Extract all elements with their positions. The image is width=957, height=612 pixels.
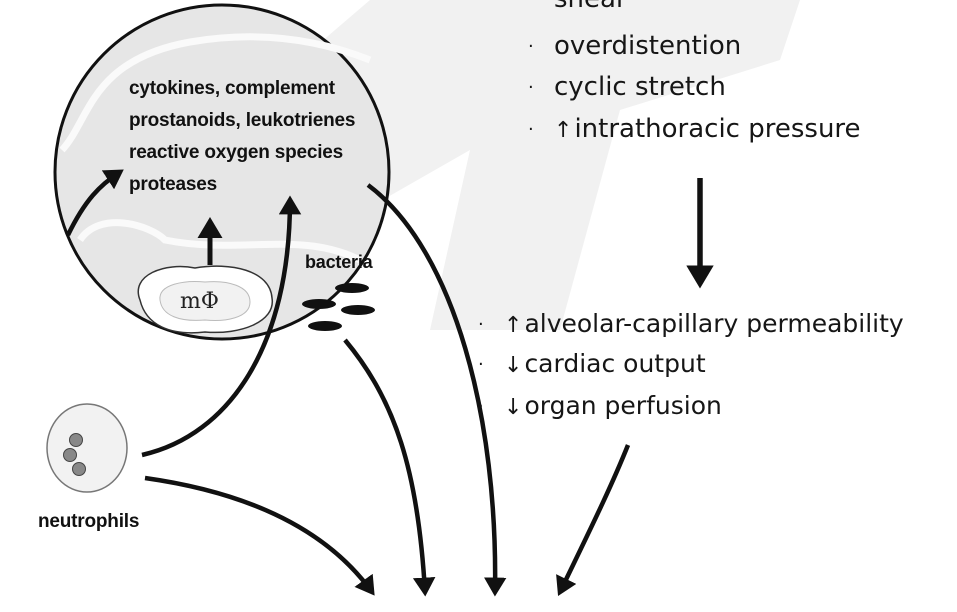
increase-arrow-icon: ↑ (504, 313, 522, 338)
mechanical-factor-item: ·↑intrathoracic pressure (528, 116, 861, 142)
macrophage-label: mΦ (180, 291, 219, 313)
bacterium (341, 305, 375, 315)
bullet: · (528, 79, 554, 97)
mechanical-factor-item: ·cyclic stretch (528, 74, 726, 100)
bullet: · (528, 0, 554, 9)
increase-arrow-icon: ↑ (554, 118, 572, 143)
bullet: · (478, 398, 504, 416)
bullet: · (478, 356, 504, 374)
bacterium (302, 299, 336, 309)
mediator-label: reactive oxygen species (129, 143, 343, 162)
mediator-label: cytokines, complement (129, 79, 335, 98)
mechanical-factor-text: shear (554, 0, 627, 14)
effect-item: ·↓organ perfusion (478, 393, 722, 419)
mechanical-factor-item: ·shear (528, 0, 627, 12)
decrease-arrow-icon: ↓ (504, 395, 522, 420)
bullet: · (478, 316, 504, 334)
effect-text: cardiac output (524, 349, 705, 378)
decrease-arrow-icon: ↓ (504, 353, 522, 378)
neutrophil-nucleus-lobe (73, 463, 86, 476)
effect-item: ·↑alveolar-capillary permeability (478, 311, 904, 337)
neutrophils-label: neutrophils (38, 512, 139, 531)
arrow-bacteria-down (345, 340, 425, 592)
mechanical-factor-text: cyclic stretch (554, 72, 726, 102)
neutrophil-nucleus-lobe (70, 434, 83, 447)
bullet: · (528, 121, 554, 139)
bullet: · (528, 38, 554, 56)
mechanical-factor-text: overdistention (554, 31, 741, 61)
bacteria-label: bacteria (305, 253, 372, 271)
mediator-label: proteases (129, 175, 217, 194)
mechanical-factor-text: intrathoracic pressure (574, 114, 860, 144)
effect-text: organ perfusion (524, 391, 721, 420)
bacterium (335, 283, 369, 293)
effect-item: ·↓cardiac output (478, 351, 706, 377)
bacterium (308, 321, 342, 331)
effect-text: alveolar-capillary permeability (524, 309, 903, 338)
mechanical-factor-item: ·overdistention (528, 33, 741, 59)
neutrophil-cell (47, 404, 127, 492)
arrow-neutrophils-down (145, 478, 372, 592)
arrow-effects-down (560, 445, 628, 592)
mediator-label: prostanoids, leukotrienes (129, 111, 355, 130)
neutrophil-nucleus-lobe (64, 449, 77, 462)
